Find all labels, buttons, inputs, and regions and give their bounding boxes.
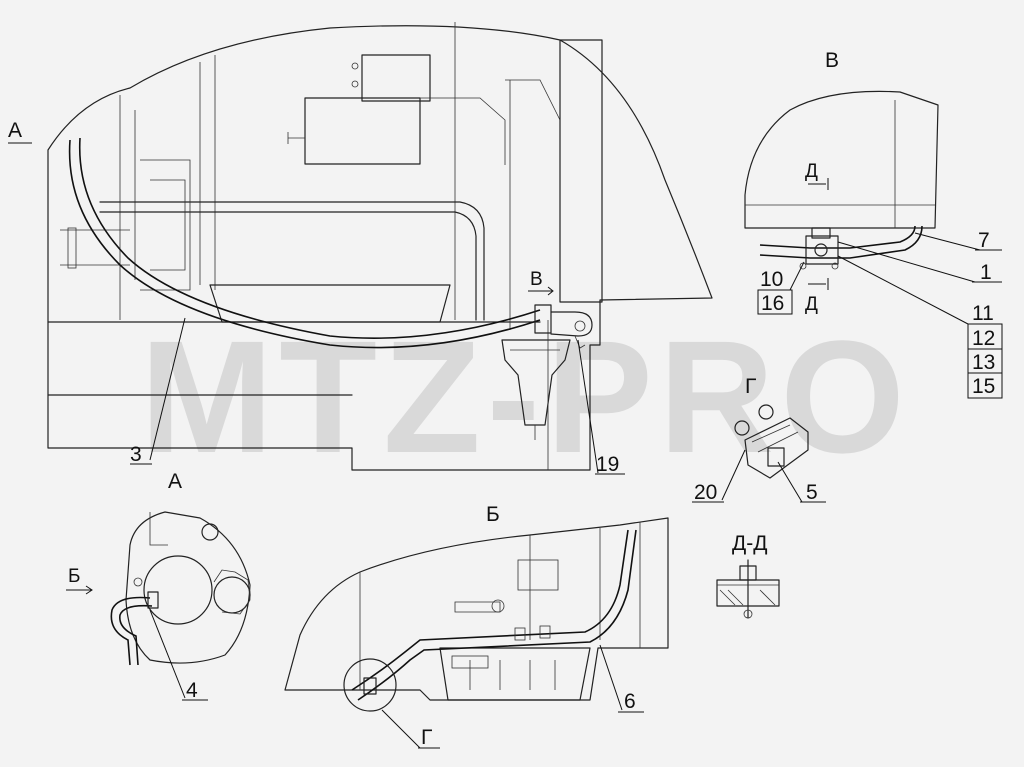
callout-7: 7 bbox=[978, 229, 990, 252]
section-d-top-marker: Д bbox=[805, 161, 818, 182]
callout-10: 10 bbox=[760, 268, 783, 291]
view-v-title: В bbox=[825, 49, 839, 72]
callout-16: 16 bbox=[761, 292, 784, 315]
main-view-engine-outline bbox=[47, 22, 713, 471]
leader-20 bbox=[721, 449, 746, 501]
fuel-pipe-3 bbox=[68, 137, 593, 349]
callout-16-box bbox=[757, 289, 793, 315]
callout-stack-box bbox=[967, 323, 1003, 399]
callout-3: 3 bbox=[130, 443, 142, 466]
leader-4 bbox=[149, 609, 186, 699]
callout-12: 12 bbox=[972, 327, 995, 350]
section-d-bottom-marker: Д bbox=[805, 294, 818, 315]
leader-11 bbox=[837, 255, 969, 325]
view-v-tank-outline bbox=[744, 90, 939, 290]
view-b-marker-arrowhead bbox=[85, 585, 93, 595]
callout-20: 20 bbox=[694, 481, 717, 504]
view-b-tank-underside bbox=[284, 517, 669, 712]
view-g-clamp bbox=[734, 404, 809, 479]
callout-6: 6 bbox=[624, 690, 636, 713]
section-dd-title: Д-Д bbox=[732, 532, 767, 555]
leader-3 bbox=[149, 317, 186, 461]
view-g-title: Г bbox=[745, 375, 756, 398]
section-dd-detail bbox=[716, 559, 780, 619]
leader-g bbox=[381, 709, 421, 749]
callout-1: 1 bbox=[980, 261, 992, 284]
callout-13: 13 bbox=[972, 351, 995, 374]
leader-10 bbox=[789, 261, 805, 291]
callout-11: 11 bbox=[972, 302, 994, 325]
callout-19: 19 bbox=[596, 453, 619, 476]
leader-1 bbox=[837, 241, 976, 283]
callout-4: 4 bbox=[186, 679, 198, 702]
leader-5 bbox=[777, 461, 803, 503]
main-view-label: А bbox=[8, 119, 22, 142]
view-v-marker-arrowhead bbox=[547, 286, 554, 296]
view-a-title: А bbox=[168, 470, 182, 493]
view-b-title: Б bbox=[486, 503, 500, 526]
view-b-marker: Б bbox=[68, 566, 80, 587]
watermark: MTZ-PRO bbox=[140, 307, 911, 486]
leader-7 bbox=[914, 232, 981, 251]
view-v-marker: В bbox=[530, 269, 543, 290]
callout-15: 15 bbox=[972, 375, 995, 398]
leader-6 bbox=[599, 644, 623, 711]
detail-g-marker: Г bbox=[421, 726, 432, 749]
callout-5: 5 bbox=[806, 481, 818, 504]
leader-19 bbox=[577, 339, 599, 474]
view-a-pump-detail bbox=[110, 511, 251, 666]
